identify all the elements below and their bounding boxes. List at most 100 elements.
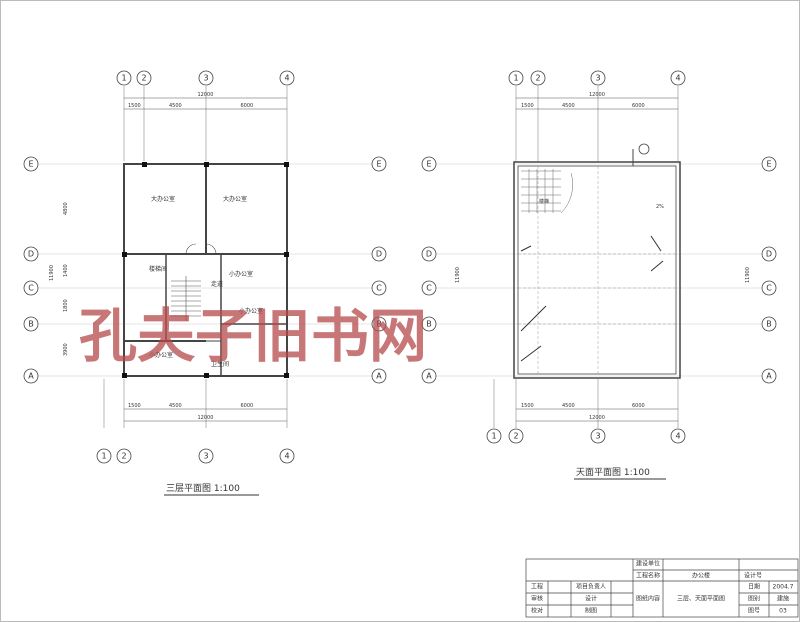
dim-total: 11900 bbox=[49, 265, 55, 281]
axis-label: 1 bbox=[513, 74, 518, 83]
title-block-r3-1: 制图 bbox=[585, 607, 597, 615]
axis-label: E bbox=[28, 160, 33, 169]
axis-label: B bbox=[376, 320, 382, 329]
axis-bubble: B bbox=[761, 316, 777, 332]
room-label: 大办公室 bbox=[223, 195, 247, 203]
title-block-project_name: 办公楼 bbox=[692, 572, 710, 580]
title-block-r2-0: 审核 bbox=[531, 595, 543, 603]
axis-bubble: A bbox=[421, 368, 437, 384]
axis-bubble: E bbox=[761, 156, 777, 172]
title-block-r3-0: 校对 bbox=[531, 607, 543, 615]
title-block-project_label: 工程名称 bbox=[636, 572, 660, 580]
dim-total: 11900 bbox=[455, 267, 461, 283]
title-block-r1-0: 工程 bbox=[531, 583, 543, 591]
watermark: 孔夫子旧书网 bbox=[79, 302, 427, 370]
axis-label: B bbox=[28, 320, 34, 329]
axis-label: A bbox=[766, 372, 772, 381]
axis-bubble: D bbox=[761, 246, 777, 262]
dim-total: 12000 bbox=[198, 92, 214, 98]
axis-bubble: A bbox=[761, 368, 777, 384]
room-label: 小办公室 bbox=[239, 307, 263, 315]
dim-segment: 4500 bbox=[169, 103, 182, 109]
dim-segment: 4500 bbox=[169, 403, 182, 409]
dim-segment: 1800 bbox=[63, 299, 69, 312]
axis-bubble: B bbox=[371, 316, 387, 332]
dim-segment: 6000 bbox=[241, 103, 254, 109]
slope-label: 2% bbox=[656, 204, 664, 210]
axis-bubble: B bbox=[23, 316, 39, 332]
axis-label: 4 bbox=[675, 432, 680, 441]
axis-bubble: 4 bbox=[670, 70, 686, 86]
axis-bubble: 4 bbox=[279, 448, 295, 464]
dim-total: 12000 bbox=[198, 415, 214, 421]
dim-segment: 1500 bbox=[521, 403, 534, 409]
room-label: 走道 bbox=[211, 280, 223, 288]
room-label: 小办公室 bbox=[149, 351, 173, 359]
right-plan-roof bbox=[513, 143, 681, 379]
axis-label: 1 bbox=[121, 74, 126, 83]
title-block bbox=[525, 558, 799, 618]
title-block-date_label: 日期 bbox=[748, 583, 760, 591]
axis-bubble: E bbox=[421, 156, 437, 172]
axis-bubble: A bbox=[23, 368, 39, 384]
dim-segment: 6000 bbox=[632, 403, 645, 409]
axis-bubble: C bbox=[421, 280, 437, 296]
title-block-date: 2004.7 bbox=[773, 584, 794, 591]
axis-label: D bbox=[376, 250, 382, 259]
title-block-no_label: 图号 bbox=[748, 608, 760, 615]
title-block-type_label: 图别 bbox=[748, 595, 760, 603]
axis-label: 2 bbox=[141, 74, 146, 83]
dim-segment: 6000 bbox=[632, 103, 645, 109]
axis-bubble: 4 bbox=[670, 428, 686, 444]
dim-segment: 1400 bbox=[63, 264, 69, 277]
axis-label: E bbox=[426, 160, 431, 169]
axis-bubble: C bbox=[761, 280, 777, 296]
dim-total: 12000 bbox=[589, 415, 605, 421]
axis-label: 3 bbox=[595, 432, 600, 441]
room-label: 大办公室 bbox=[151, 195, 175, 203]
dim-total: 12000 bbox=[589, 92, 605, 98]
axis-label: 3 bbox=[203, 74, 208, 83]
axis-bubble: 3 bbox=[198, 70, 214, 86]
axis-bubble: D bbox=[371, 246, 387, 262]
room-label: 小办公室 bbox=[229, 270, 253, 278]
axis-bubble: A bbox=[371, 368, 387, 384]
axis-bubble: 4 bbox=[279, 70, 295, 86]
title-block-no: 03 bbox=[779, 608, 787, 615]
axis-bubble: 1 bbox=[486, 428, 502, 444]
axis-label: 3 bbox=[595, 74, 600, 83]
title-block-content: 三层、天面平面图 bbox=[677, 596, 725, 603]
right-plan-title: 天面平面图 1:100 bbox=[576, 467, 650, 478]
room-label: 楼梯间 bbox=[149, 265, 167, 273]
title-block-r2-1: 设计 bbox=[585, 595, 597, 603]
axis-label: 2 bbox=[535, 74, 540, 83]
axis-bubble: 3 bbox=[590, 70, 606, 86]
columns bbox=[122, 162, 289, 378]
roof-label: 楼梯 bbox=[539, 198, 549, 205]
axis-label: A bbox=[28, 372, 34, 381]
axis-label: 2 bbox=[121, 452, 126, 461]
axis-label: E bbox=[376, 160, 381, 169]
axis-label: C bbox=[376, 284, 382, 293]
axis-label: 2 bbox=[513, 432, 518, 441]
axis-bubble: C bbox=[23, 280, 39, 296]
title-block-type: 建施 bbox=[777, 595, 789, 603]
axis-bubble: 2 bbox=[136, 70, 152, 86]
axis-bubble: D bbox=[23, 246, 39, 262]
axis-label: C bbox=[766, 284, 772, 293]
axis-bubble: 2 bbox=[508, 428, 524, 444]
axis-label: 4 bbox=[284, 74, 289, 83]
axis-label: A bbox=[376, 372, 382, 381]
axis-bubble: 3 bbox=[198, 448, 214, 464]
title-block-design_no_label: 设计号 bbox=[744, 572, 762, 580]
axis-bubble: E bbox=[371, 156, 387, 172]
dim-total: 11900 bbox=[745, 267, 751, 283]
axis-label: D bbox=[766, 250, 772, 259]
dim-segment: 1500 bbox=[521, 103, 534, 109]
axis-bubble: D bbox=[421, 246, 437, 262]
axis-bubble: B bbox=[421, 316, 437, 332]
left-plan-title: 三层平面图 1:100 bbox=[166, 483, 240, 494]
title-block-build_unit_label: 建设单位 bbox=[636, 560, 660, 568]
dim-segment: 4800 bbox=[63, 202, 69, 215]
